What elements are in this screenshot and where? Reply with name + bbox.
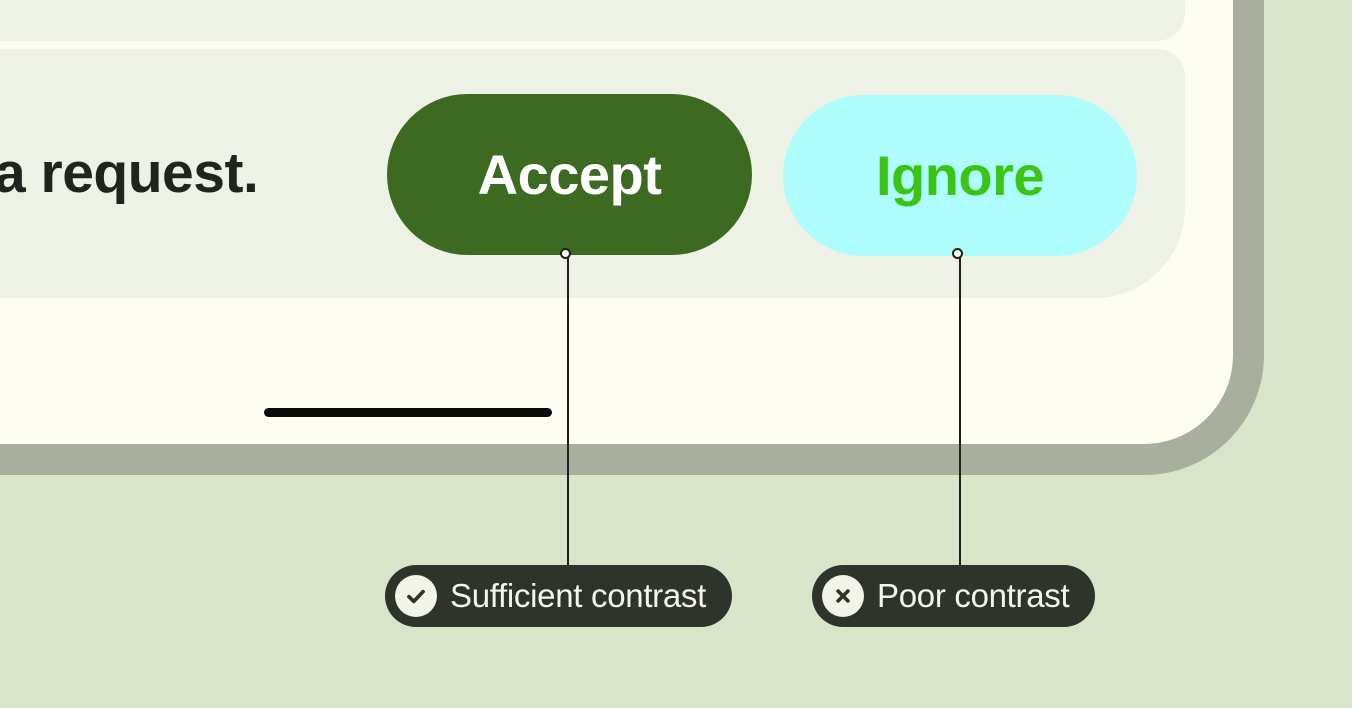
callout-sufficient-contrast: Sufficient contrast — [385, 565, 732, 627]
text-line-placeholder — [264, 408, 552, 417]
connector-line-accept — [566, 256, 570, 566]
connector-line-ignore — [958, 256, 962, 566]
callout-label: Sufficient contrast — [450, 576, 706, 614]
connector-dot-accept — [560, 248, 571, 259]
callout-poor-contrast: Poor contrast — [812, 565, 1096, 627]
ignore-button[interactable]: Ignore — [783, 95, 1137, 256]
callout-label: Poor contrast — [877, 576, 1070, 614]
top-panel — [0, 0, 1185, 41]
notification-message: a request. — [0, 141, 259, 205]
accept-button[interactable]: Accept — [387, 94, 752, 255]
connector-dot-ignore — [952, 248, 963, 259]
x-circle-icon — [822, 575, 864, 617]
check-circle-icon — [395, 575, 437, 617]
